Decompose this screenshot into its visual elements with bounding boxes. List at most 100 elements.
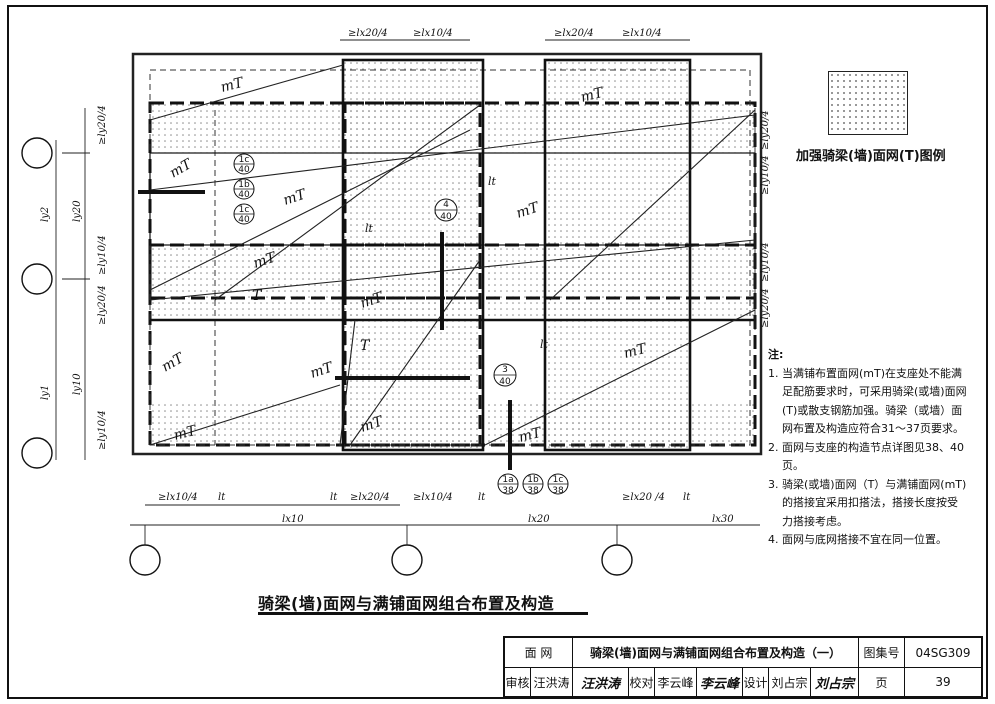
notes-title: 注: <box>768 348 784 361</box>
label-mt-5: mT <box>514 199 542 222</box>
dim-top-2: ≥lx10/4 <box>413 28 453 39</box>
dim-left-q4: ≥ly10/4 <box>97 410 108 450</box>
title-underline <box>258 612 588 615</box>
dim-right-q2: ≥ly10/4 <box>760 155 771 195</box>
dim-right-q3: ≥ly10/4 <box>760 242 771 282</box>
dim-top-4: ≥lx10/4 <box>622 28 662 39</box>
svg-text:40: 40 <box>238 215 250 225</box>
tb-review-name: 汪洪涛 <box>531 668 573 696</box>
sheet-diagonals <box>149 64 756 446</box>
svg-text:40: 40 <box>238 165 250 175</box>
note-item: 面网与支座的构造节点详图见38、40页。 <box>782 439 968 476</box>
t-mesh-bands <box>150 60 755 450</box>
label-mt-9: mT <box>308 359 336 382</box>
dim-bottom-1: ≥lx10/4 <box>158 492 198 503</box>
title-block: 面 网 骑梁(墙)面网与满铺面网组合布置及构造（一） 图集号 04SG309 审… <box>503 636 983 698</box>
tb-design-signature: 刘占宗 <box>811 668 859 696</box>
diagram-title: 骑梁(墙)面网与满铺面网组合布置及构造 <box>258 594 555 613</box>
dim-bottom-7: ≥lx20 /4 <box>622 492 665 503</box>
label-lt-1: lt <box>488 175 497 188</box>
dim-bottom-5: ≥lx10/4 <box>413 492 453 503</box>
dim-span-1: lx10 <box>282 514 304 525</box>
dim-bottom-8: lt <box>683 492 691 503</box>
left-dimensions: ly2 ly1 ly20 ly10 ≥ly20/4 ≥ly10/4 ≥ly20/… <box>40 105 108 450</box>
top-dimensions: ≥lx20/4 ≥lx10/4 ≥lx20/4 ≥lx10/4 <box>348 28 662 39</box>
tb-page-no: 39 <box>935 675 951 689</box>
dim-span-3: lx30 <box>712 514 734 525</box>
dim-left-ly20: ly20 <box>72 200 83 222</box>
dim-left-ly1: ly1 <box>40 385 51 400</box>
label-mt-8: mT <box>159 349 188 375</box>
label-mt-4: mT <box>281 186 309 209</box>
note-item: 骑梁(或墙)面网（T）与满铺面网(mT)的搭接宜采用扣搭法，搭接长度按受力搭接考… <box>782 476 968 532</box>
label-mt-10: mT <box>622 340 649 361</box>
tb-check-signature: 李云峰 <box>697 668 743 696</box>
tb-review-label: 审核 <box>505 668 531 696</box>
dim-right-q4: ≥ly20/4 <box>760 288 771 328</box>
label-mt-3: mT <box>167 155 196 181</box>
tb-atlas-no: 04SG309 <box>905 638 981 668</box>
tb-check-name: 李云峰 <box>655 668 697 696</box>
dim-right-q1: ≥ly20/4 <box>760 110 771 150</box>
tb-design-label: 设计 <box>743 668 769 696</box>
dim-bottom-3: lt <box>330 492 338 503</box>
label-mt-2: mT <box>579 84 606 105</box>
notes-list: 当满铺布置面网(mT)在支座处不能满足配筋要求时，可采用骑梁(或墙)面网(T)或… <box>768 365 968 550</box>
tb-atlas-label: 图集号 <box>859 638 905 668</box>
dim-span-2: lx20 <box>528 514 550 525</box>
svg-text:40: 40 <box>238 190 250 200</box>
tb-design-name: 刘占宗 <box>769 668 811 696</box>
svg-text:4: 4 <box>443 200 449 210</box>
label-mt-11: mT <box>172 422 199 443</box>
dimension-lines <box>55 39 760 545</box>
bottom-dimensions: ≥lx10/4 lt lt ≥lx20/4 ≥lx10/4 lt ≥lx20 /… <box>158 492 734 525</box>
dim-bottom-2: lt <box>218 492 226 503</box>
label-t-2: T <box>360 338 371 354</box>
dim-left-ly10: ly10 <box>72 373 83 395</box>
dim-bottom-4: ≥lx20/4 <box>350 492 390 503</box>
note-item: 面网与底网搭接不宜在同一位置。 <box>782 531 968 550</box>
dim-top-3: ≥lx20/4 <box>554 28 594 39</box>
right-dimensions: ≥ly20/4 ≥ly10/4 ≥ly10/4 ≥ly20/4 <box>760 110 771 328</box>
svg-text:38: 38 <box>502 486 514 496</box>
dim-bottom-6: lt <box>478 492 486 503</box>
dim-left-q1: ≥ly20/4 <box>97 105 108 145</box>
tb-drawing-title: 骑梁(墙)面网与满铺面网组合布置及构造（一） <box>573 638 859 668</box>
svg-text:1b: 1b <box>527 475 539 485</box>
t-mesh-outlines <box>149 58 756 452</box>
tb-category: 面 网 <box>505 638 573 668</box>
label-lt-2: lt <box>365 222 374 235</box>
svg-text:1c: 1c <box>239 155 250 165</box>
tb-page-label: 页 <box>859 668 905 696</box>
label-t-1: T <box>252 288 263 304</box>
svg-text:3: 3 <box>502 365 508 375</box>
svg-text:38: 38 <box>527 486 539 496</box>
tb-review-signature: 汪洪涛 <box>573 668 629 696</box>
svg-text:1c: 1c <box>553 475 564 485</box>
detail-ref-5: 340 <box>493 363 517 387</box>
dim-left-q3: ≥ly20/4 <box>97 285 108 325</box>
label-mt-13: mT <box>517 424 544 445</box>
svg-text:1b: 1b <box>238 180 250 190</box>
svg-text:38: 38 <box>552 486 564 496</box>
label-mt-7: mT <box>358 289 386 312</box>
dim-left-q2: ≥ly10/4 <box>97 235 108 275</box>
legend-title: 加强骑梁(墙)面网(T)图例 <box>796 149 946 164</box>
label-lt-3: lt <box>540 338 549 351</box>
detail-ref-4: 440 <box>434 198 458 222</box>
tb-check-label: 校对 <box>629 668 655 696</box>
svg-text:40: 40 <box>440 212 452 222</box>
svg-text:40: 40 <box>499 377 511 387</box>
support-circles <box>21 137 633 576</box>
sheet-border <box>7 5 988 699</box>
svg-text:1c: 1c <box>239 205 250 215</box>
label-mt-12: mT <box>358 413 386 436</box>
